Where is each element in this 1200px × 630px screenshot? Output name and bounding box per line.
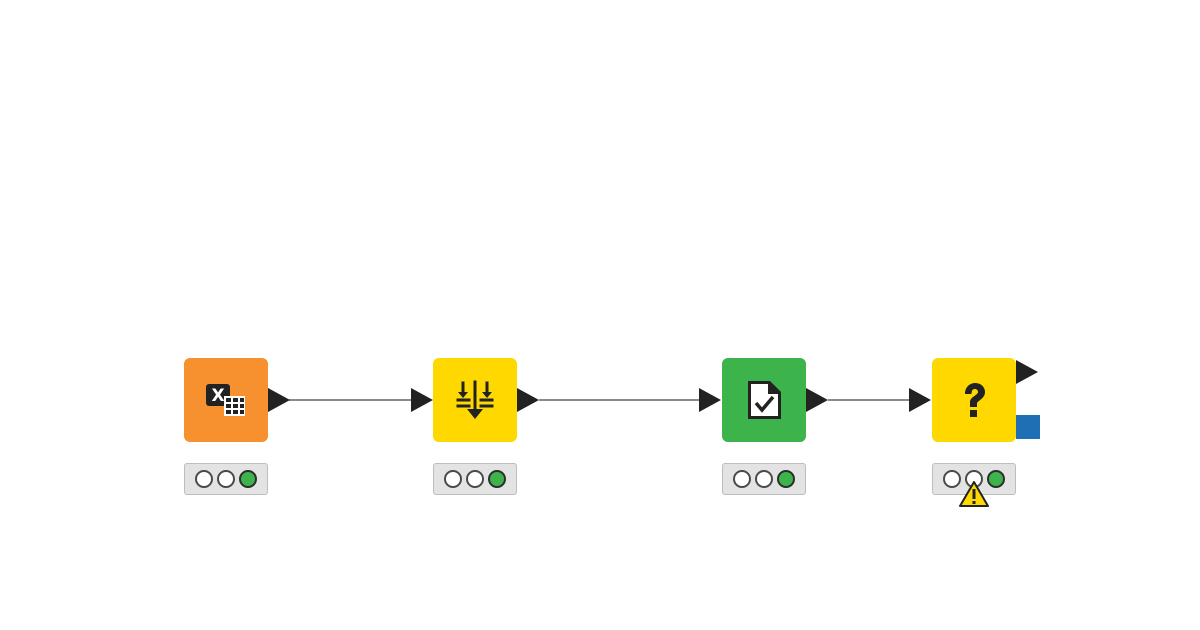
status-lights-node-1 (184, 463, 268, 495)
svg-text:X: X (211, 386, 224, 406)
status-lights-node-4 (932, 463, 1016, 495)
input-port-node-4[interactable] (909, 388, 931, 412)
document-check-icon (748, 381, 781, 419)
output-port-node-2[interactable] (517, 388, 539, 412)
status-light-red (733, 470, 751, 488)
node-unknown[interactable] (932, 358, 1016, 442)
status-light-yellow (466, 470, 484, 488)
status-light-green (987, 470, 1005, 488)
flow-variable-port-node-4[interactable] (1016, 415, 1040, 439)
excel-table-icon: X (206, 384, 245, 416)
status-light-yellow (755, 470, 773, 488)
status-lights-node-3 (722, 463, 806, 495)
filter-merge-icon (456, 380, 494, 419)
status-light-red (943, 470, 961, 488)
status-light-green (777, 470, 795, 488)
node-document-validator[interactable] (722, 358, 806, 442)
status-light-green (488, 470, 506, 488)
input-port-node-3[interactable] (699, 388, 721, 412)
output-port-node-3[interactable] (806, 388, 828, 412)
node-excel-reader[interactable]: X (184, 358, 268, 442)
output-port-node-1[interactable] (268, 388, 290, 412)
output-port-node-4[interactable] (1016, 360, 1038, 384)
status-light-yellow (217, 470, 235, 488)
status-lights-node-2 (433, 463, 517, 495)
status-light-red (195, 470, 213, 488)
status-light-red (444, 470, 462, 488)
node-row-filter[interactable] (433, 358, 517, 442)
question-mark-icon (965, 383, 985, 417)
status-light-green (239, 470, 257, 488)
warning-icon[interactable] (958, 480, 990, 508)
input-port-node-2[interactable] (411, 388, 433, 412)
